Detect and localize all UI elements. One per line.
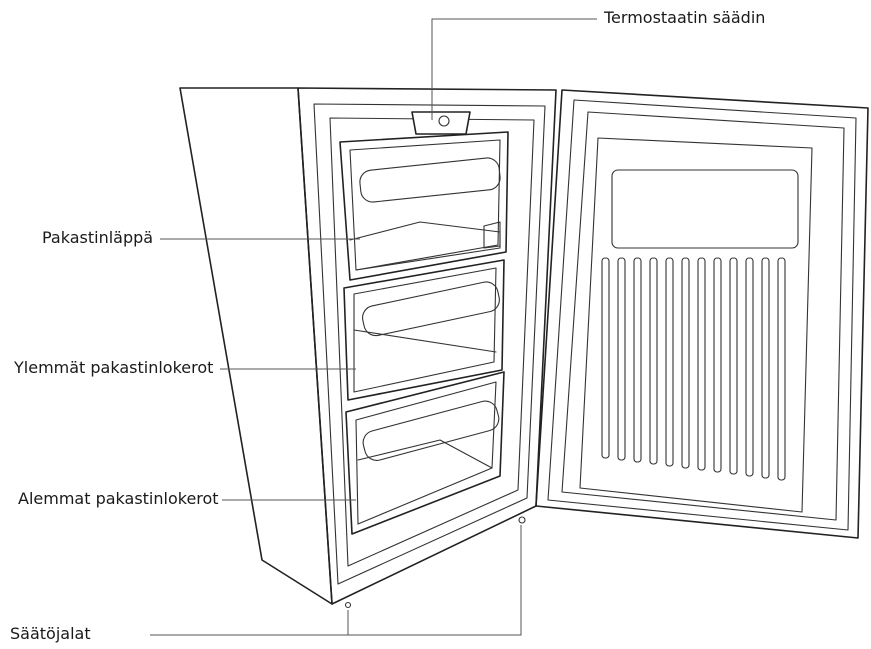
freezer-flap-hinge [483,221,501,249]
freezer-flap-shelf [349,221,501,271]
label-adjustable-feet: Säätöjalat [10,624,91,643]
freezer-flap-inner [349,139,501,271]
door-ridge [713,257,722,473]
freezer-flap-handle [359,157,501,203]
lower-drawer [345,371,505,535]
label-upper-drawers: Ylemmät pakastinlokerot [14,358,214,377]
door-ridge [601,257,610,459]
door-ridge [617,257,626,461]
cabinet-front-frame [297,87,557,605]
door-ridge [633,257,642,463]
thermostat-knob [438,115,450,127]
door-ridge [649,257,658,465]
cabinet-gasket [313,103,546,585]
door-ridge [729,257,738,475]
door-ridge [665,257,674,467]
leader-thermostat [431,18,597,120]
door-outer [535,89,869,539]
upper-drawer-edge [353,329,497,353]
foot-right [518,516,526,524]
door-ridge [761,257,770,479]
door-frame [547,99,857,531]
door-ridge [681,257,690,469]
thermostat-housing [411,111,471,135]
lower-drawer-handle [362,400,500,461]
leader-feet [150,525,522,636]
door-ridge [697,257,706,471]
label-thermostat: Termostaatin säädin [604,8,766,27]
label-freezer-flap: Pakastinläppä [42,228,154,247]
upper-drawer-handle [362,281,500,337]
upper-drawer [343,259,505,401]
door-top-panel [611,169,799,249]
cabinet-side-panel [179,87,333,605]
label-lower-drawers: Alemmat pakastinlokerot [18,489,219,508]
door-inner-panel [579,137,813,513]
door-gasket [561,111,845,521]
freezer-flap [339,131,509,281]
upper-drawer-inner [353,267,497,393]
door-ridges [601,257,786,481]
door-ridge [777,257,786,481]
foot-left [344,601,352,609]
lower-drawer-edge [357,439,493,469]
door-ridge [745,257,754,477]
